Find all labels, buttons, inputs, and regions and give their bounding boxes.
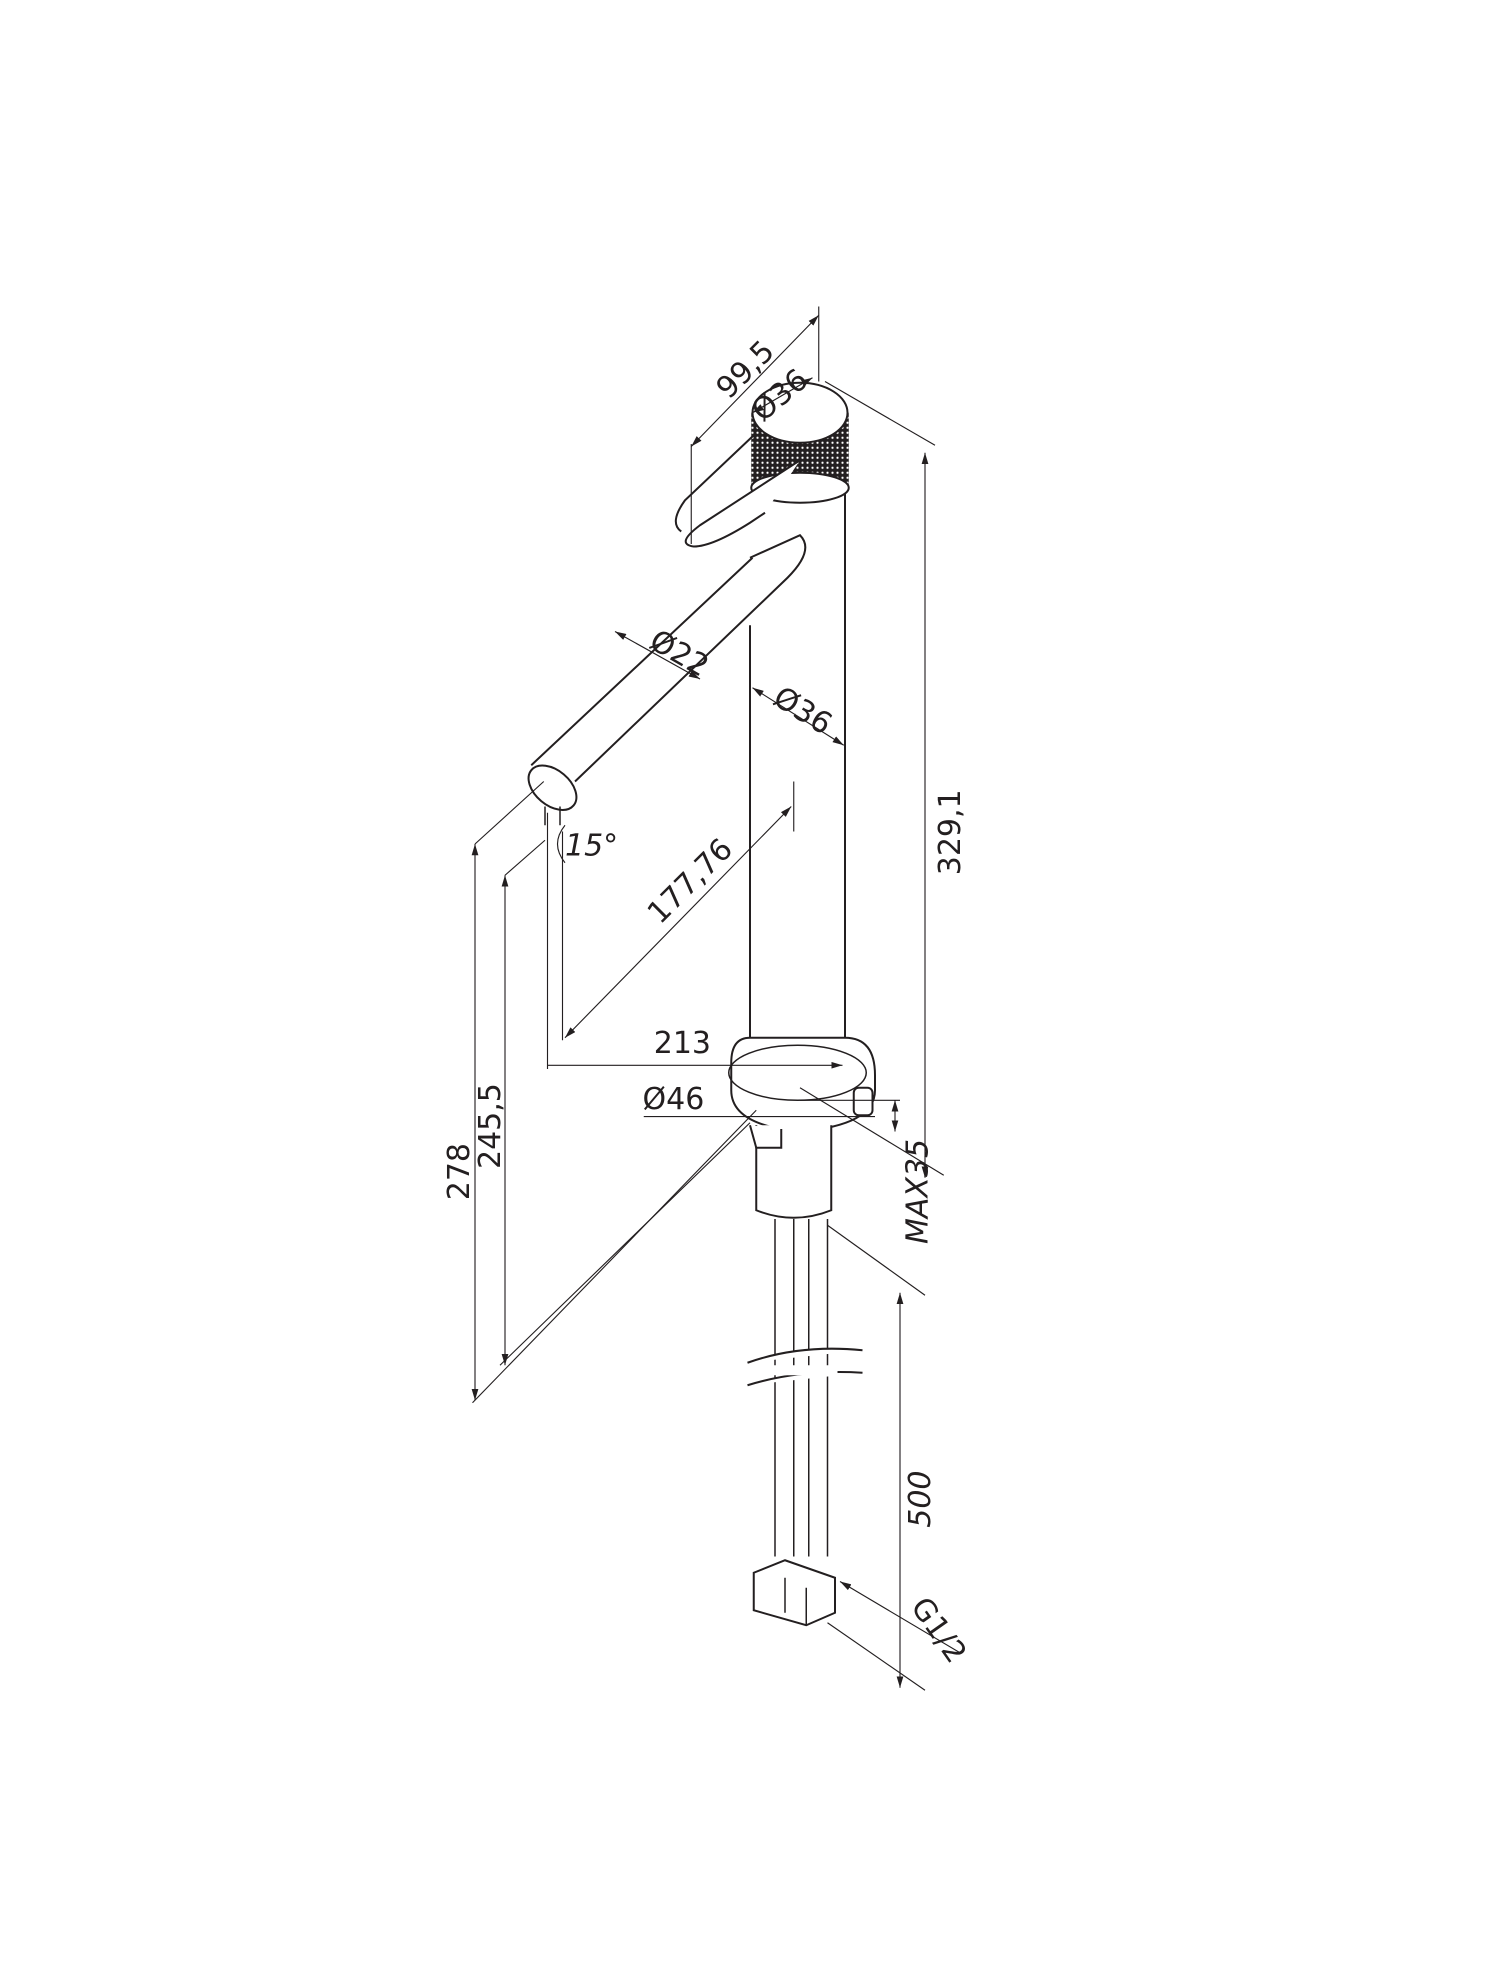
dim-spout-reach: 213 — [654, 1026, 711, 1061]
dim-hose-length: 500 — [903, 1470, 938, 1527]
dim-total-height: 329,1 — [933, 789, 968, 875]
dim-spout-length: 177,76 — [641, 832, 740, 931]
hose-nut — [752, 1559, 836, 1627]
dim-thread: G1/2 — [903, 1591, 973, 1670]
dim-body-diameter: Ø36 — [767, 680, 838, 742]
base-flange — [730, 1036, 876, 1133]
dim-height-to-outlet: 245,5 — [473, 1083, 508, 1169]
dim-height-to-spout: 278 — [442, 1143, 477, 1200]
dim-spout-angle: 15° — [565, 828, 618, 863]
faucet-body — [527, 381, 876, 1219]
dim-base-diameter: Ø46 — [643, 1082, 705, 1117]
supply-hoses — [747, 1219, 863, 1627]
dim-max-thickness: MAX35 — [901, 1139, 936, 1244]
dimension-lines — [471, 306, 961, 1691]
